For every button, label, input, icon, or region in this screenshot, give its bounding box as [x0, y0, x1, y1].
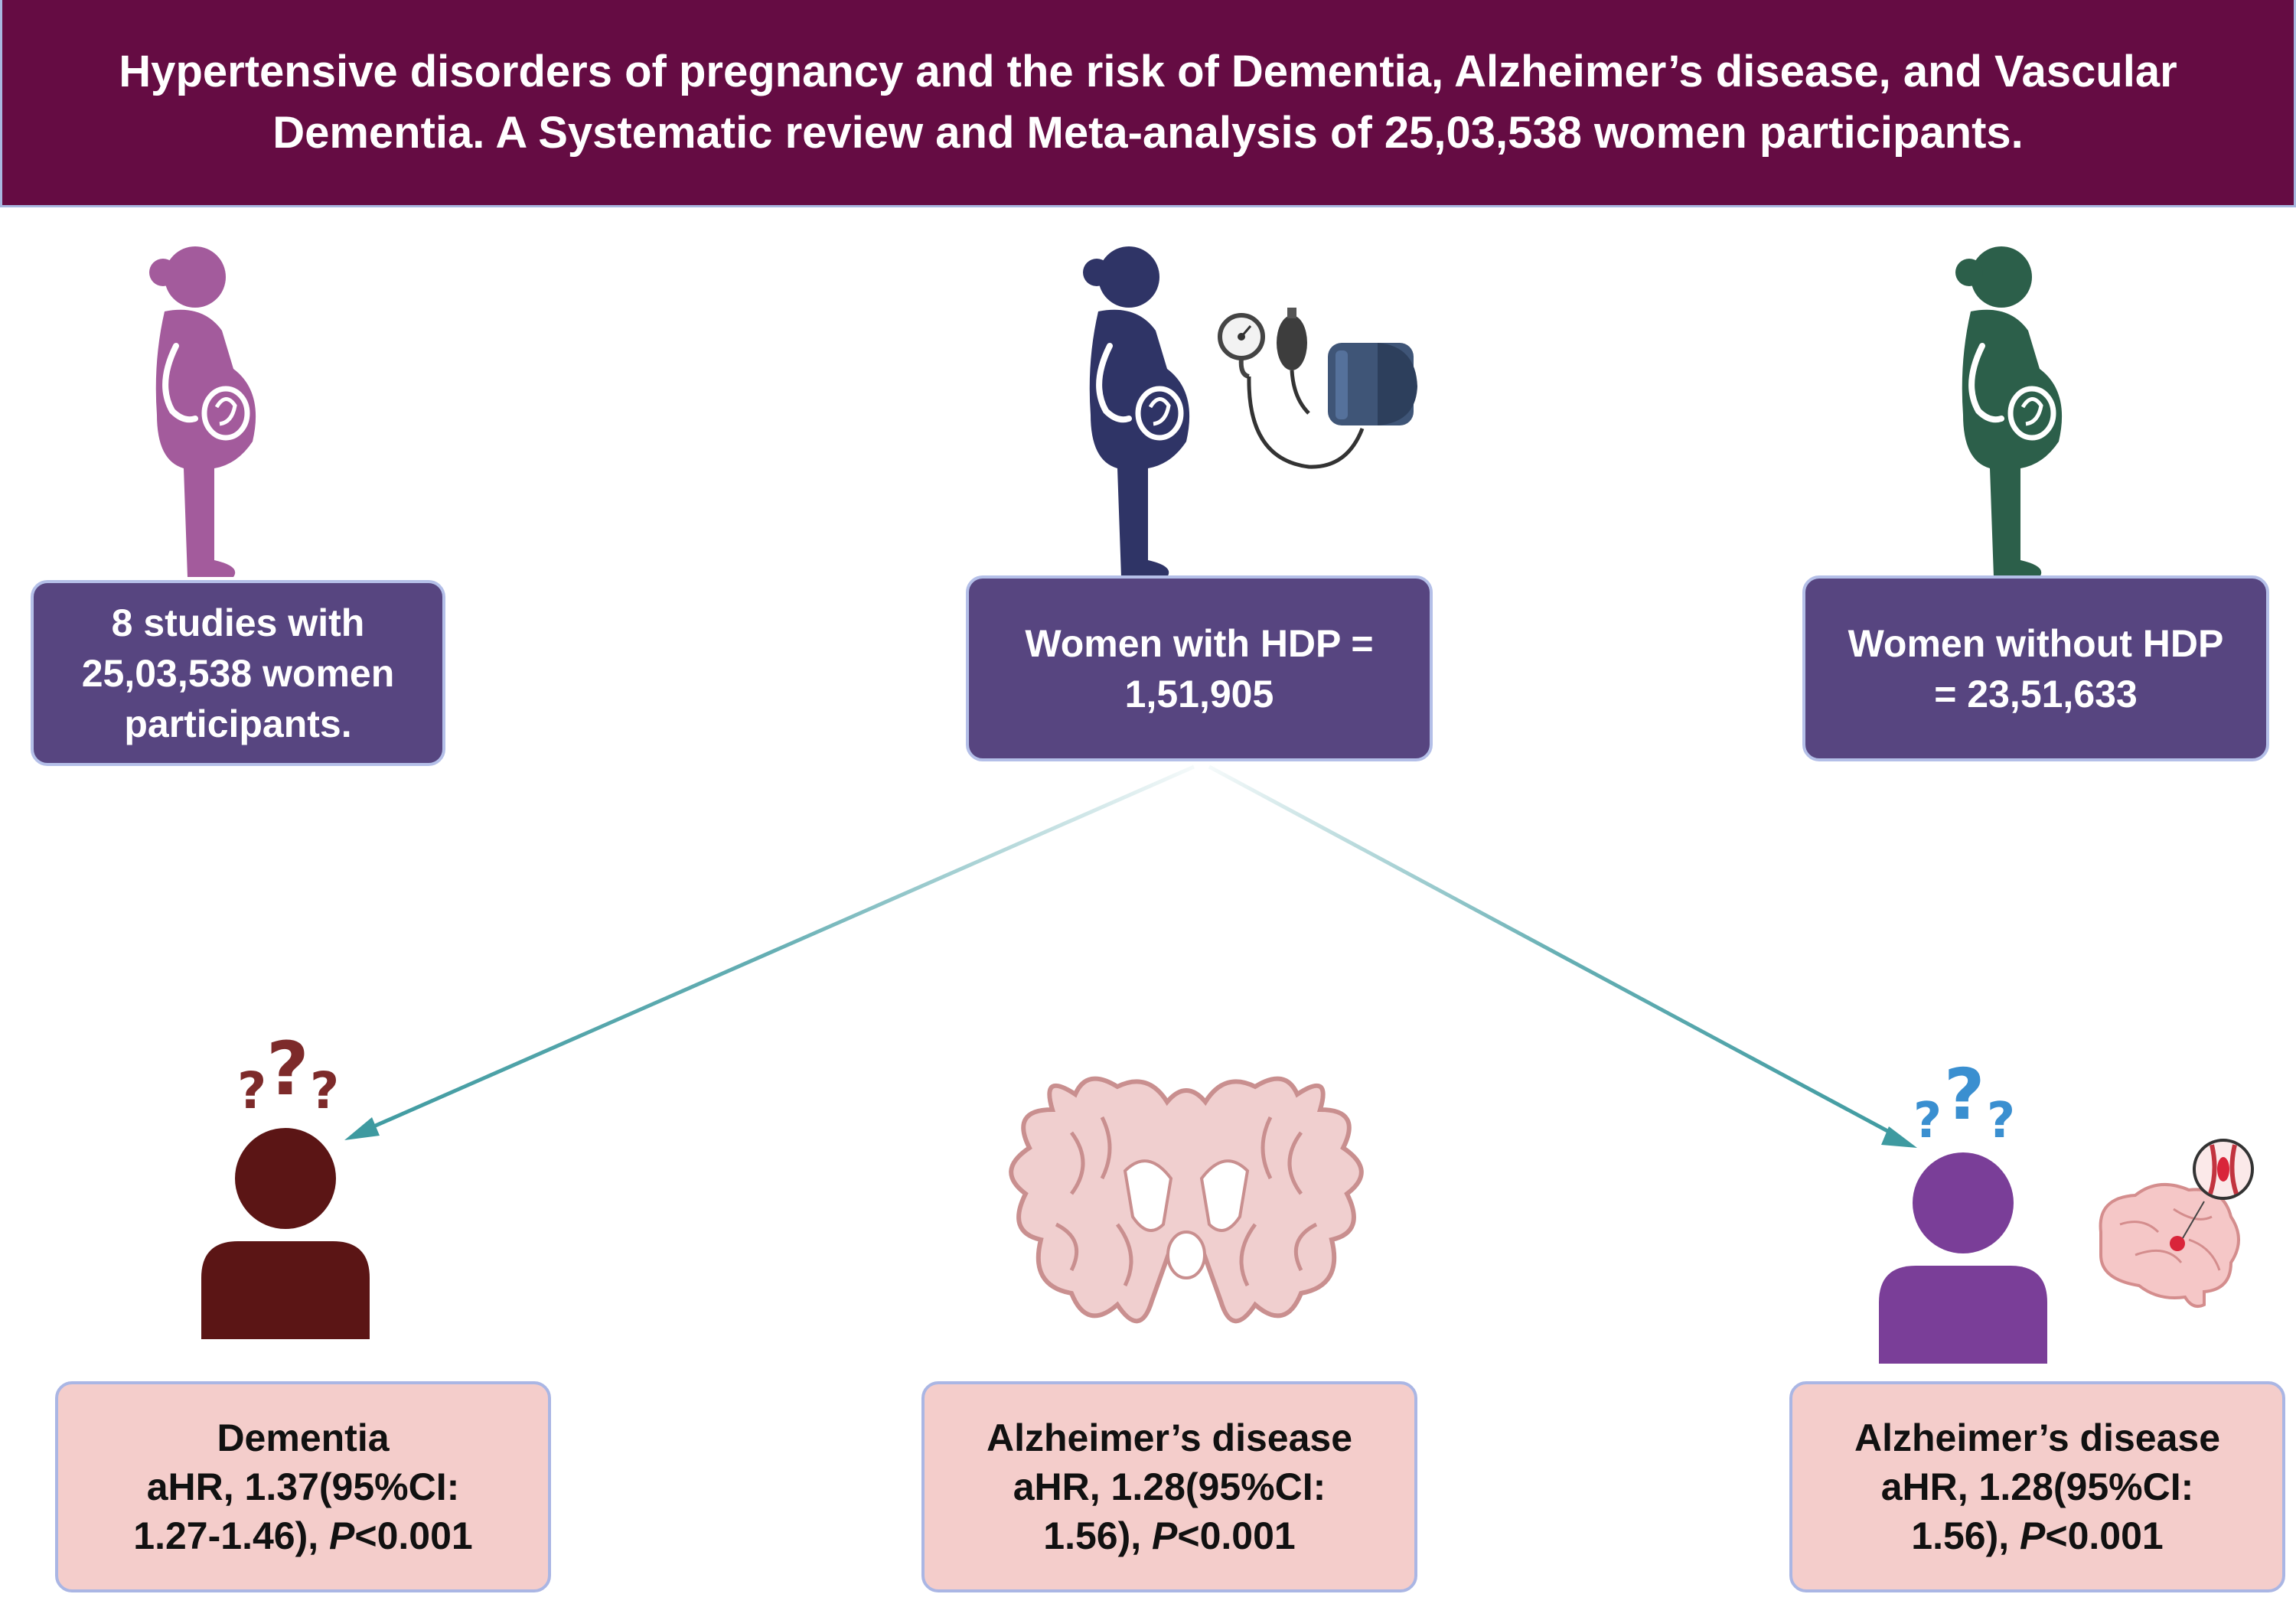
- p-label: P: [1152, 1514, 1178, 1557]
- dementia-outcome-box: Dementia aHR, 1.37(95%CI: 1.27-1.46), P<…: [55, 1381, 551, 1592]
- outcome-stat: aHR, 1.28(95%CI:: [1013, 1465, 1326, 1508]
- arrowhead-vascular: [1881, 1126, 1917, 1148]
- outcome-name: Alzheimer’s disease: [1854, 1416, 2221, 1459]
- alzheimers-outcome-box: Alzheimer’s disease aHR, 1.28(95%CI: 1.5…: [921, 1381, 1417, 1592]
- outcome-ci-p: 1.27-1.46), P<0.001: [133, 1511, 472, 1560]
- outcome-stat: aHR, 1.37(95%CI:: [146, 1465, 460, 1508]
- vascular-outcome-box: Alzheimer’s disease aHR, 1.28(95%CI: 1.5…: [1789, 1381, 2285, 1592]
- studies-line-2: 25,03,538 women: [81, 651, 395, 695]
- p-value: <0.001: [354, 1514, 473, 1557]
- without-hdp-line-1: Women without HDP: [1848, 621, 2224, 665]
- without-hdp-line-2: = 23,51,633: [1934, 672, 2138, 715]
- pregnant-woman-icon: [149, 246, 256, 577]
- p-label: P: [2020, 1514, 2046, 1557]
- outcome-ci-close: 1.27-1.46),: [133, 1514, 330, 1557]
- outcome-ci-p: 1.56), P<0.001: [1854, 1511, 2220, 1560]
- header-banner: Hypertensive disorders of pregnancy and …: [0, 0, 2296, 207]
- pregnant-woman-icon: [1083, 246, 1189, 577]
- brain-vessel-icon: [2099, 1139, 2254, 1308]
- question-marks-icon: ? ? ?: [237, 1026, 339, 1120]
- women-without-hdp-box: Women without HDP = 23,51,633: [1802, 575, 2269, 761]
- outcome-stat: aHR, 1.28(95%CI:: [1880, 1465, 2194, 1508]
- outcome-ci-close: 1.56),: [1911, 1514, 2020, 1557]
- page-title: Hypertensive disorders of pregnancy and …: [119, 47, 2177, 158]
- women-with-hdp-box: Women with HDP = 1,51,905: [966, 575, 1433, 761]
- arrow-to-vascular: [1208, 764, 1903, 1141]
- svg-text:?: ?: [266, 1026, 309, 1112]
- svg-text:?: ?: [310, 1061, 339, 1120]
- p-value: <0.001: [2045, 1514, 2164, 1557]
- outcome-ci-close: 1.56),: [1043, 1514, 1153, 1557]
- brain-coronal-section-icon: [1009, 1076, 1364, 1324]
- outcome-ci-p: 1.56), P<0.001: [987, 1511, 1352, 1560]
- with-hdp-line-2: 1,51,905: [1124, 672, 1274, 715]
- studies-line-1: 8 studies with: [111, 601, 365, 644]
- question-marks-icon: ? ? ?: [1913, 1054, 2015, 1149]
- svg-text:?: ?: [1944, 1054, 1985, 1136]
- arrow-to-dementia: [358, 764, 1195, 1135]
- outcome-name: Alzheimer’s disease: [986, 1416, 1353, 1459]
- svg-text:?: ?: [1913, 1093, 1942, 1149]
- pregnant-woman-icon: [1955, 246, 2062, 577]
- svg-text:?: ?: [1987, 1093, 2015, 1149]
- person-question-icon: [1879, 1152, 2047, 1364]
- svg-text:?: ?: [237, 1061, 266, 1120]
- studies-line-3: participants.: [124, 702, 352, 745]
- outcome-name: Dementia: [217, 1416, 390, 1459]
- arrowhead-dementia: [344, 1117, 380, 1140]
- p-value: <0.001: [1177, 1514, 1296, 1557]
- person-question-icon: [201, 1128, 370, 1339]
- with-hdp-line-1: Women with HDP =: [1025, 621, 1374, 665]
- p-label: P: [329, 1514, 355, 1557]
- blood-pressure-monitor-icon: [1218, 308, 1417, 469]
- studies-box: 8 studies with 25,03,538 women participa…: [31, 580, 445, 766]
